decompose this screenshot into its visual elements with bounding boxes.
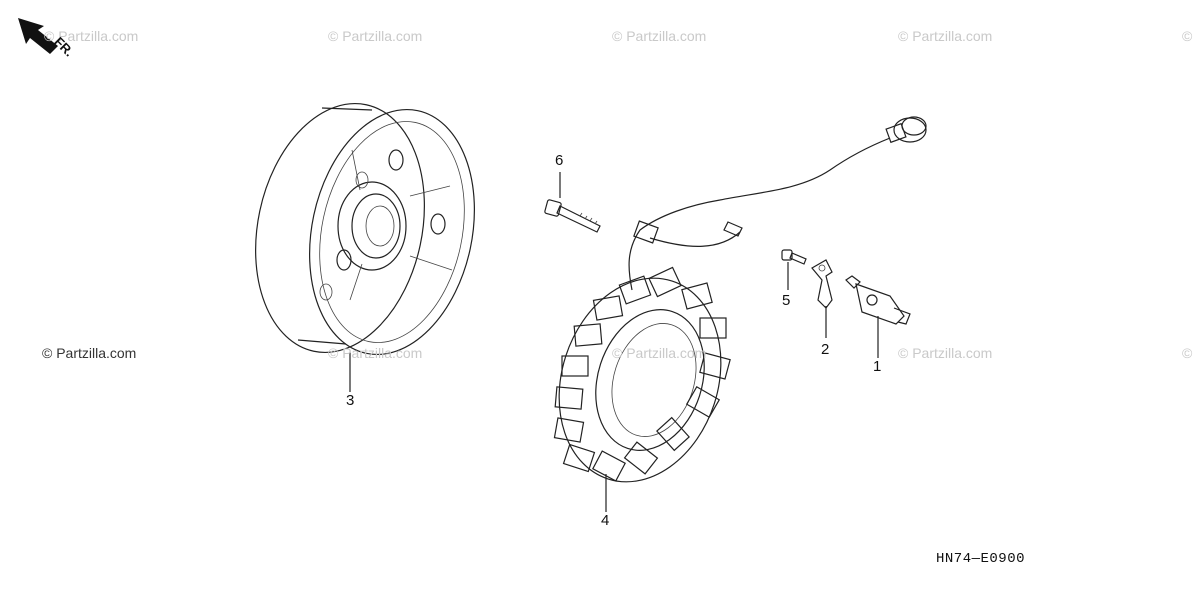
watermark: © — [1182, 28, 1193, 44]
watermark: © — [1182, 345, 1193, 361]
watermark: © Partzilla.com — [898, 345, 993, 361]
callout-number: 6 — [555, 152, 564, 169]
diagram-code: HN74—E0900 — [936, 551, 1026, 567]
bracket-illustration — [811, 259, 833, 309]
callout-number: 3 — [346, 392, 355, 409]
watermark: © Partzilla.com — [42, 345, 137, 361]
flywheel-illustration — [255, 102, 475, 356]
small-bolt-illustration — [781, 249, 807, 265]
callout-number: 4 — [601, 512, 610, 529]
callout-number: 5 — [782, 292, 791, 309]
watermark: © Partzilla.com — [44, 28, 139, 44]
watermark: © Partzilla.com — [612, 345, 707, 361]
callout-number: 2 — [821, 341, 830, 358]
stator-illustration — [553, 116, 927, 483]
harness-connector-icon — [885, 116, 927, 144]
callout-number: 1 — [873, 358, 882, 375]
watermark: © Partzilla.com — [328, 28, 423, 44]
watermark: © Partzilla.com — [328, 345, 423, 361]
watermark: © Partzilla.com — [612, 28, 707, 44]
front-direction-arrow-icon — [18, 18, 58, 54]
sensor-switch-illustration — [845, 275, 911, 325]
bolt-illustration — [544, 199, 601, 233]
watermark: © Partzilla.com — [898, 28, 993, 44]
